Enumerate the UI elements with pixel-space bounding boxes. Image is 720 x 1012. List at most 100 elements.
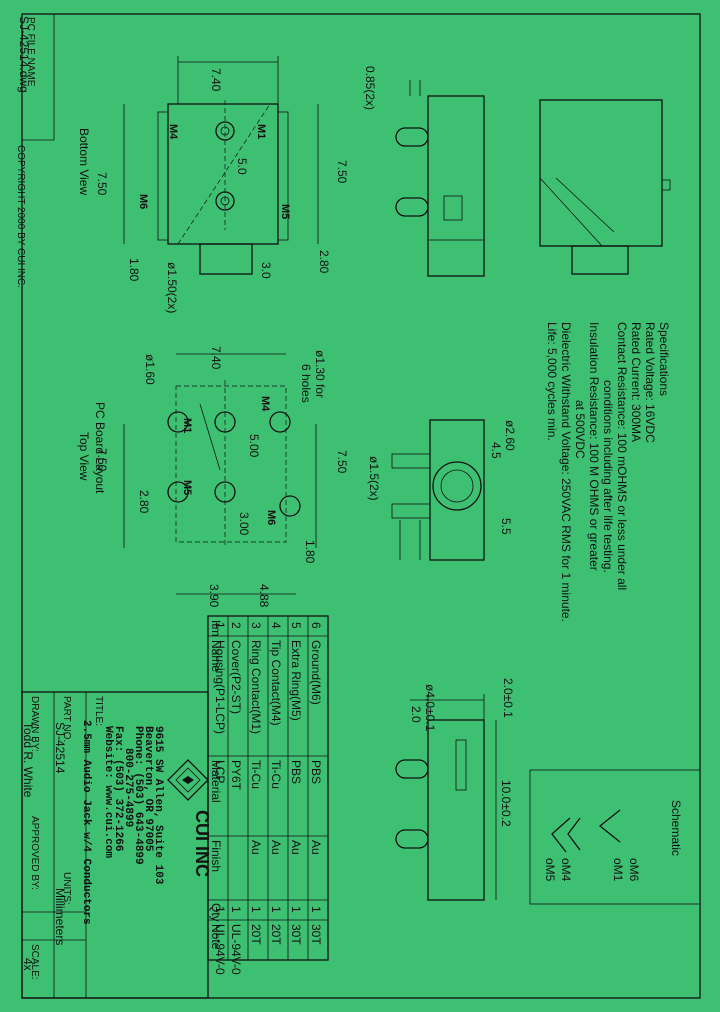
bom-header-itm: Itm <box>209 620 223 637</box>
bom-header-note: Note <box>209 924 223 950</box>
pcb-title-2: Top View <box>77 432 91 481</box>
pcb-dim-280: 2.80 <box>137 490 151 514</box>
sv-dim-pin: 0.85(2x) <box>363 66 377 110</box>
copyright-text: COPYRIGHT 2000 BY CUI INC. <box>15 145 26 288</box>
bom-row-note: 30T <box>289 924 303 945</box>
schematic-m4: oM4 <box>559 858 573 882</box>
bom-row-material: PBS <box>309 760 323 784</box>
iso-view <box>539 99 671 275</box>
bom-row-material: Ti-Cu <box>249 760 263 789</box>
pcb-layout-view: PC Board Layout Top View 7.40 ø1.30 for … <box>77 346 349 608</box>
pcb-dim-height-left: 7.50 <box>95 448 109 472</box>
bom-row-itm: 6 <box>309 622 323 629</box>
bv-label-m5: M5 <box>279 204 291 219</box>
tb-drawn-by: Todd R. White <box>21 722 35 798</box>
fv-dim-pin-dia: ø1.5(2x) <box>367 456 381 501</box>
spec-line-4: conditions including after life testing. <box>601 380 615 573</box>
lsv-dim-20b: 2.0±0.1 <box>501 678 515 718</box>
bv-label-m6: M6 <box>137 194 149 209</box>
bom-row-qty: 1 <box>213 906 227 913</box>
spec-line-3: Contact Resistance: 100 mOHMS or less un… <box>615 322 629 590</box>
bom-row-note: 30T <box>309 924 323 945</box>
specifications-block: Specifications Rated Voltage: 16VDC Rate… <box>545 322 671 622</box>
bom-header-qty: Qty <box>209 903 223 922</box>
bom-row-name: Housing(P1-LCP) <box>213 640 227 734</box>
bv-dim-height-right: 7.50 <box>335 160 349 184</box>
bom-row-name: Ring Contact(M1) <box>249 640 263 734</box>
bom-header-finish: Finish <box>209 840 223 872</box>
schematic-m1: oM1 <box>611 858 625 882</box>
pcb-label-m6: M6 <box>265 510 277 525</box>
tb-units: Millimeters <box>53 888 67 945</box>
bom-row-itm: 3 <box>249 622 263 629</box>
bom-row-qty: 1 <box>269 906 283 913</box>
pcb-dim-width: 7.40 <box>209 346 223 370</box>
tb-scale-label: SCALE: <box>29 944 40 980</box>
tb-part-label: PART NO. <box>61 696 72 742</box>
pcb-dim-3: 3.00 <box>237 512 251 536</box>
spec-heading: Specifications <box>657 322 671 396</box>
lsv-dim-10: 10.0±0.2 <box>499 780 513 827</box>
bv-dim-center: 5.0 <box>235 158 249 175</box>
bom-header-name: Name <box>209 640 223 672</box>
bom-row-finish: Au <box>269 840 283 855</box>
bom-row-itm: 4 <box>269 622 283 629</box>
bom-row-itm: 2 <box>229 622 243 629</box>
tb-part-no: SJ-42514 <box>53 722 67 774</box>
bv-label-m1: M1 <box>255 124 267 139</box>
schematic-block: Schematic oM6 oM1 oM4 oM5 <box>529 769 701 905</box>
bom-row-finish: Au <box>289 840 303 855</box>
lsv-dim-dia: ø4.0±0.1 <box>423 684 437 732</box>
schematic-m6: oM6 <box>627 858 641 882</box>
tb-address-line: Beaverton, OR 97005 <box>142 726 154 852</box>
side-view: 0.85(2x) <box>363 66 485 277</box>
pcb-dim-pad: ø1.60 <box>143 354 157 385</box>
bom-row-material: LCP <box>213 760 227 783</box>
tb-address-line: Website: www.cui.com <box>102 726 114 858</box>
tb-units-label: UNITS: <box>61 872 72 905</box>
pcb-dim-180: 1.80 <box>303 540 317 564</box>
bom-row-name: Tip Contact(M4) <box>269 640 283 726</box>
bom-header-material: Material <box>209 760 223 803</box>
title-block: TITLE: 2.5mm Audio Jack w/4 Conductors P… <box>21 691 212 999</box>
fv-dim-dia: ø2.60 <box>503 420 517 451</box>
tb-approved-label: APPROVED BY: <box>29 816 40 890</box>
bv-dim-width: 7.40 <box>209 68 223 92</box>
bom-row-qty: 1 <box>309 906 323 913</box>
bom-row-note: 20T <box>249 924 263 945</box>
bom-row-name: Ground(M6) <box>309 640 323 705</box>
bottom-view: Bottom View 7.40 7.50 7.50 5.0 1.80 2.80… <box>77 56 349 313</box>
bom-row-itm: 1 <box>213 622 227 629</box>
pc-file-name-label: PC FILE NAME <box>25 17 36 87</box>
lower-side-view: ø4.0±0.1 2.0 2.0±0.1 10.0±0.2 <box>395 678 515 901</box>
tb-company: CUI INC <box>192 810 212 877</box>
bv-dim-bottom-left: 1.80 <box>127 258 141 282</box>
bom-row-note: UL-94V-0 <box>229 924 243 975</box>
bom-row-finish: Au <box>309 840 323 855</box>
pcb-dim-center: 5.00 <box>247 434 261 458</box>
bv-dim-hole: 3.0 <box>259 262 273 279</box>
pcb-dim-height-right: 7.50 <box>335 450 349 474</box>
bom-row-note: 20T <box>269 924 283 945</box>
tb-drawn-label: DRAWN BY: <box>29 696 40 752</box>
tb-title-label: TITLE: <box>93 696 104 726</box>
bom-row-qty: 1 <box>289 906 303 913</box>
bom-row-note: UL-94V-0 <box>213 924 227 975</box>
spec-line-6: at 500VDC <box>573 400 587 459</box>
spec-line-5: Insulation Resistance: 100 M OHMS or gre… <box>587 322 601 571</box>
bv-dim-bottom-right: 2.80 <box>317 250 331 274</box>
file-name: SJ-42514.dwg <box>17 16 31 93</box>
spec-line-1: Rated Voltage: 16VDC <box>643 322 657 443</box>
tb-address-line: 9615 SW Allen, Suite 103 <box>152 726 164 885</box>
cui-logo <box>167 759 209 801</box>
bom-table: Itm Name Material Finish Qty Note 6 Grou… <box>207 615 329 975</box>
tb-title: 2.5mm Audio Jack w/4 Conductors <box>80 720 92 925</box>
bv-dim-hole-dia: ø1.50(2x) <box>165 262 179 313</box>
front-view: ø2.60 4.5 ø1.5(2x) 5.5 <box>367 419 517 561</box>
pcb-dim-hole-note-2: 6 holes <box>299 364 313 403</box>
bom-row-material: PBS <box>289 760 303 784</box>
bv-label-m4: M4 <box>167 124 179 140</box>
bom-row-qty: 1 <box>249 906 263 913</box>
pcb-label-m1: M1 <box>181 418 193 433</box>
